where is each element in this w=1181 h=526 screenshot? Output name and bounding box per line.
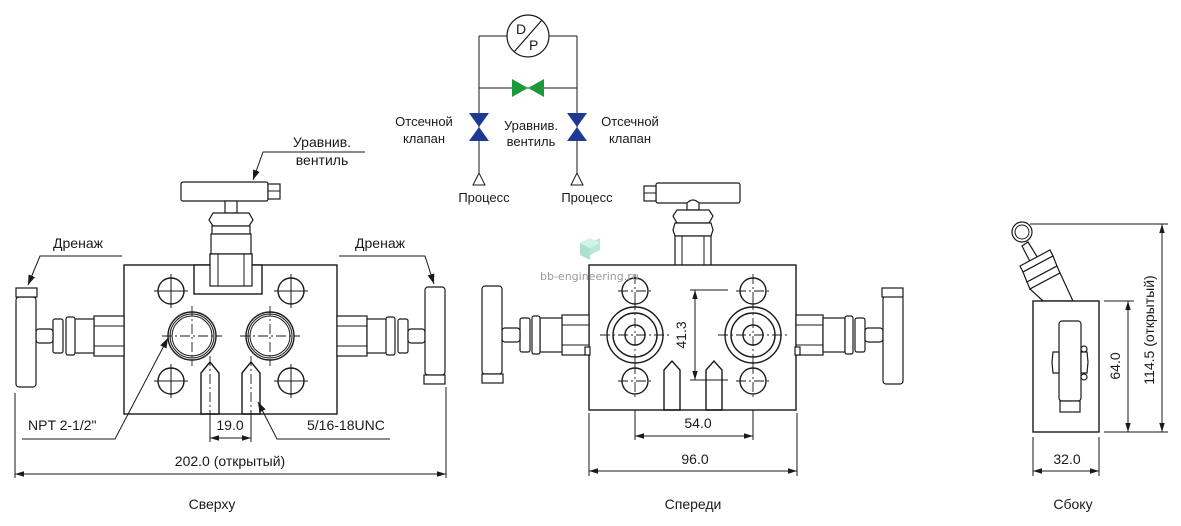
side-view-caption: Сбоку: [1053, 496, 1092, 512]
right-valve-label-1: Отсечной: [601, 114, 659, 129]
process-right-icon: [570, 171, 584, 186]
dim-holes: 54.0: [684, 415, 711, 431]
gauge-label-p: P: [529, 37, 538, 53]
isolation-valve-left-icon: [469, 113, 489, 141]
schematic: D P Отсечной клапан Уравнив. вентиль Отс…: [395, 14, 659, 205]
equalizer-valve-icon: [512, 79, 544, 97]
right-valve-label-2: клапан: [609, 131, 651, 146]
top-view-caption: Сверху: [189, 496, 236, 512]
dim-vertical: 41.3: [673, 321, 689, 348]
mounting-hole: [274, 274, 308, 308]
dim-overall: 202.0 (открытый): [175, 453, 285, 469]
dim-bolt-spacing: 19.0: [216, 417, 243, 433]
npt-port-left: [162, 306, 222, 366]
drain-right-label: Дренаж: [355, 235, 406, 251]
dim-height-body: 64.0: [1107, 352, 1123, 379]
mounting-hole: [274, 364, 308, 398]
left-valve-label-2: клапан: [403, 131, 445, 146]
flange-port-left: [600, 300, 670, 370]
dim-width: 96.0: [681, 451, 708, 467]
threaded-hole: [200, 356, 220, 420]
dim-width-side: 32.0: [1053, 451, 1080, 467]
angled-stem: [1011, 221, 1074, 302]
front-view: 41.3 54.0: [481, 182, 904, 512]
drain-left-label: Дренаж: [53, 235, 104, 251]
drain-valve-right: [336, 286, 446, 385]
watermark-text: bb-engineering.ru: [540, 270, 639, 283]
top-view: Уравнив. вентиль Дренаж Дренаж NPT 2-1/2…: [14, 134, 447, 512]
threaded-hole: [705, 359, 723, 411]
npt-thread-label: NPT 2-1/2": [28, 417, 97, 433]
side-view: 64.0 114.5 (открытый) 32.0 Сбоку: [1011, 221, 1168, 512]
isolation-valve-left: [481, 285, 591, 384]
mounting-hole: [154, 364, 188, 398]
equalizer-label-1: Уравнив.: [504, 118, 558, 133]
unc-thread-label: 5/16-18UNC: [307, 417, 385, 433]
threaded-hole: [663, 359, 681, 411]
left-valve-label-1: Отсечной: [395, 114, 453, 129]
equalizer-callout-label-1: Уравнив.: [293, 134, 351, 150]
dim-height-open: 114.5 (открытый): [1141, 275, 1157, 384]
dp-gauge-icon: D P: [506, 14, 550, 58]
npt-port-right: [240, 306, 300, 366]
equalizer-callout-label-2: вентиль: [296, 152, 349, 168]
mounting-hole: [154, 274, 188, 308]
gauge-label-d: D: [516, 21, 526, 37]
front-view-caption: Спереди: [665, 496, 722, 512]
equalizer-label-2: вентиль: [507, 134, 556, 149]
process-left-icon: [472, 171, 486, 186]
process-right-label: Процесс: [561, 190, 613, 205]
isolation-valve-right: [794, 287, 904, 385]
isolation-valve-right-icon: [567, 113, 587, 141]
drain-valve-left: [15, 287, 125, 388]
drain-right-leader: [339, 255, 435, 285]
process-left-label: Процесс: [458, 190, 510, 205]
watermark-logo-icon: [580, 238, 600, 260]
side-valve: [1051, 320, 1089, 413]
flange-port-right: [718, 300, 788, 370]
threaded-hole: [241, 356, 261, 420]
npt-leader: [22, 337, 169, 440]
equalizer-callout-leader: [252, 151, 365, 181]
equalizer-handle-front: [643, 182, 741, 267]
unc-leader: [257, 401, 390, 440]
drain-left-leader: [27, 255, 122, 286]
